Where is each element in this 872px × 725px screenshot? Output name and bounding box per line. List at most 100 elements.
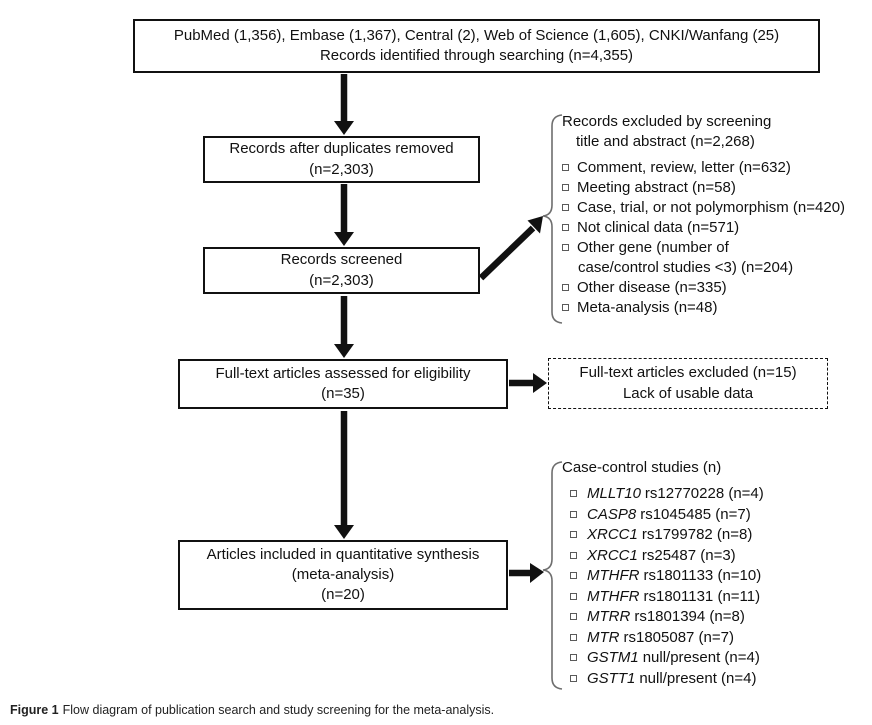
box-text-line: Records identified through searching (n=… xyxy=(319,47,634,64)
excluded-item-label: Meta-analysis (n=48) xyxy=(577,299,718,316)
arrowhead-icon xyxy=(533,373,547,393)
box-text-line: PubMed (1,356), Embase (1,367), Central … xyxy=(173,26,780,44)
gene-name: MTHFR xyxy=(587,567,640,584)
box-text-line: (n=2,303) xyxy=(309,271,374,289)
variant-and-count: rs1801394 (n=8) xyxy=(634,608,745,625)
box-text-line: Records after duplicates removed xyxy=(229,140,454,158)
variant-and-count: rs12770228 (n=4) xyxy=(644,485,764,502)
square-bullet-icon xyxy=(562,304,569,311)
square-bullet-icon xyxy=(570,613,577,620)
square-bullet-icon xyxy=(562,204,569,211)
excluded-item-label: Meeting abstract (n=58) xyxy=(577,179,736,196)
box-fulltext-assessed: Full-text articles assessed for eligibil… xyxy=(178,359,508,409)
excluded-list-item: Not clinical data (n=571) xyxy=(562,218,868,238)
excluded-list-header-line1: Records excluded by screening xyxy=(562,113,772,130)
box-text-line: (n=35) xyxy=(321,385,365,402)
square-bullet-icon xyxy=(562,284,569,291)
square-bullet-icon xyxy=(570,633,577,641)
arrowhead-icon xyxy=(334,121,354,135)
box-records-identified: PubMed (1,356), Embase (1,367), Central … xyxy=(133,19,820,73)
variant-and-count: rs1799782 (n=8) xyxy=(641,526,753,543)
square-bullet-icon xyxy=(562,244,569,251)
arrowhead-icon xyxy=(530,563,544,583)
excluded-list-item: Meeting abstract (n=58) xyxy=(562,178,868,198)
gene-name: GSTM1 xyxy=(587,649,639,666)
gene-name: MTR xyxy=(587,628,620,646)
excluded-item-label: Case, trial, or not polymorphism (n=420) xyxy=(577,199,846,216)
excluded-list-item: Comment, review, letter (n=632) xyxy=(562,158,868,178)
excluded-list-items: Comment, review, letter (n=632) Meeting … xyxy=(562,158,868,318)
variant-and-count: rs25487 (n=3) xyxy=(641,546,736,564)
box-text-line: Full-text articles excluded (n=15) xyxy=(579,364,797,382)
gene-name: GSTT1 xyxy=(587,669,636,687)
variant-and-count: null/present (n=4) xyxy=(642,649,760,666)
box-records-screened: Records screened (n=2,303) xyxy=(203,247,480,294)
gene-name: MTRR xyxy=(587,608,631,625)
square-bullet-icon xyxy=(570,551,577,559)
square-bullet-icon xyxy=(562,164,569,171)
excluded-item-label: Not clinical data (n=571) xyxy=(577,219,740,236)
box-text-line: Articles included in quantitative synthe… xyxy=(206,545,480,563)
excluded-item-label: Other disease (n=335) xyxy=(577,279,727,296)
excluded-list-item: Other disease (n=335) xyxy=(562,278,868,298)
variant-and-count: rs1801131 (n=11) xyxy=(643,587,761,605)
figure-caption-text: Flow diagram of publication search and s… xyxy=(62,703,495,717)
square-bullet-icon xyxy=(570,510,577,518)
brace-excluded-list-icon xyxy=(542,114,563,324)
case-control-list-header: Case-control studies (n) xyxy=(562,459,722,476)
gene-name: XRCC1 xyxy=(587,546,638,564)
box-text-line: (n=20) xyxy=(321,586,365,604)
arrowhead-icon xyxy=(527,216,543,234)
square-bullet-icon xyxy=(570,531,577,538)
box-text-line: Records screened xyxy=(280,251,403,269)
variant-and-count: null/present (n=4) xyxy=(639,669,757,687)
variant-and-count: rs1801133 (n=10) xyxy=(643,567,762,584)
box-duplicates-removed: Records after duplicates removed (n=2,30… xyxy=(203,136,480,183)
excluded-item-label: Other gene (number of case/control studi… xyxy=(577,239,794,276)
gene-name: CASP8 xyxy=(587,505,637,523)
gene-name: MTHFR xyxy=(587,587,640,605)
excluded-item-label: Comment, review, letter (n=632) xyxy=(577,159,791,176)
arrow-screened-to-exclusions xyxy=(478,225,536,281)
arrowhead-icon xyxy=(334,525,354,539)
square-bullet-icon xyxy=(570,654,577,661)
square-bullet-icon xyxy=(562,184,569,191)
variant-and-count: rs1805087 (n=7) xyxy=(623,628,735,646)
box-text-line: Full-text articles assessed for eligibil… xyxy=(215,364,471,382)
excluded-list-header-line2: title and abstract (n=2,268) xyxy=(576,133,755,150)
excluded-list-item: Other gene (number of case/control studi… xyxy=(562,238,868,278)
excluded-list-header: Records excluded by screening title and … xyxy=(562,112,868,152)
box-text-line: Lack of usable data xyxy=(622,384,754,402)
gene-name: XRCC1 xyxy=(587,526,638,543)
box-text-line: (n=2,303) xyxy=(309,160,374,178)
arrowhead-icon xyxy=(334,232,354,246)
brace-case-control-list-icon xyxy=(542,461,563,690)
gene-name: MLLT10 xyxy=(587,485,641,502)
excluded-list-item: Meta-analysis (n=48) xyxy=(562,298,868,318)
box-articles-included: Articles included in quantitative synthe… xyxy=(178,540,508,610)
box-fulltext-excluded: Full-text articles excluded (n=15) Lack … xyxy=(548,358,828,409)
square-bullet-icon xyxy=(570,490,577,497)
square-bullet-icon xyxy=(562,224,569,231)
square-bullet-icon xyxy=(570,592,577,600)
excluded-records-list: Records excluded by screening title and … xyxy=(562,112,868,318)
figure-caption-label: Figure 1 xyxy=(10,703,59,717)
square-bullet-icon xyxy=(570,674,577,682)
box-text-line: (meta-analysis) xyxy=(291,565,395,583)
arrowhead-icon xyxy=(334,344,354,358)
excluded-list-item: Case, trial, or not polymorphism (n=420) xyxy=(562,198,868,218)
